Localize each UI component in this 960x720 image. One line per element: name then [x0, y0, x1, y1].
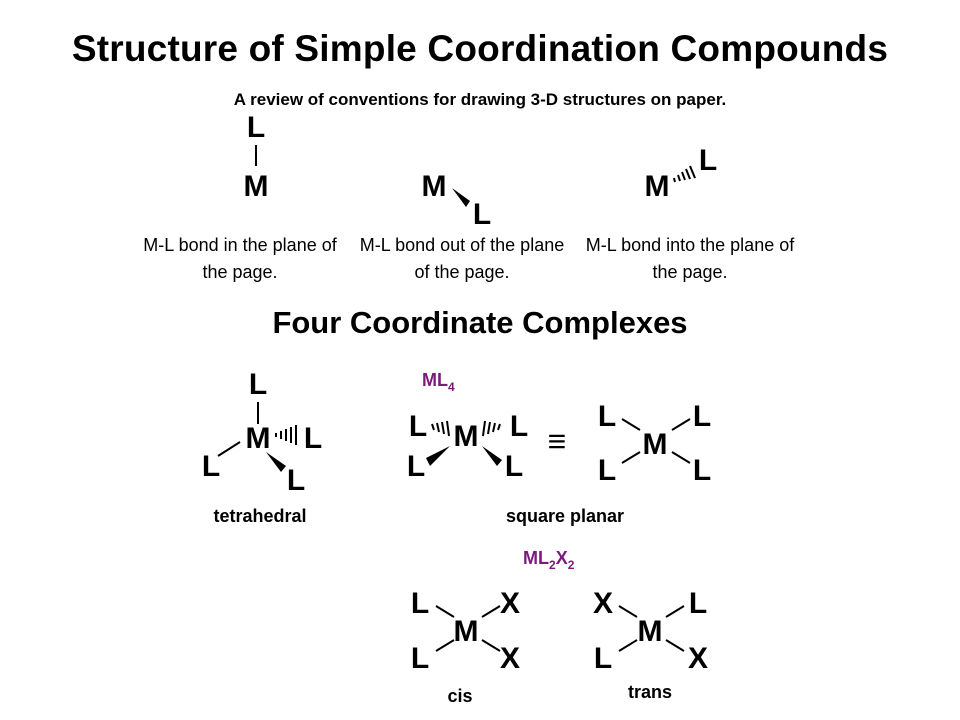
- atom-ligand: L: [304, 422, 322, 455]
- atom-metal: M: [454, 420, 479, 453]
- caption-into-plane: M-L bond into the plane of the page.: [585, 235, 795, 282]
- atom-ligand: L: [411, 587, 429, 620]
- convention-in-plane: L M: [244, 111, 269, 203]
- bond-wedge: [452, 188, 470, 207]
- atom-ligand: L: [411, 642, 429, 675]
- trans-isomer: X M L L X: [593, 587, 708, 675]
- atom-metal: M: [422, 170, 447, 203]
- label-cis: cis: [447, 686, 473, 706]
- atom-ligand: L: [510, 410, 528, 443]
- caption-out-of-plane: M-L bond out of the plane of the page.: [359, 235, 565, 282]
- cis-isomer: L M X L X: [411, 587, 520, 675]
- equivalence-symbol: ≡: [548, 423, 567, 459]
- page-subtitle: A review of conventions for drawing 3-D …: [233, 90, 727, 109]
- label-trans: trans: [627, 682, 672, 702]
- atom-ligand: L: [598, 454, 616, 487]
- atom-ligand: L: [505, 450, 523, 483]
- atom-ligand: L: [247, 111, 265, 144]
- atom-ligand: L: [473, 198, 491, 231]
- atom-x-ligand: X: [593, 587, 613, 620]
- atom-ligand: L: [699, 144, 717, 177]
- label-tetrahedral: tetrahedral: [213, 506, 307, 526]
- atom-ligand: L: [287, 464, 305, 497]
- atom-x-ligand: X: [500, 587, 520, 620]
- atom-ligand: L: [409, 410, 427, 443]
- convention-into-plane: M L: [645, 144, 718, 203]
- caption-in-plane: M-L bond in the plane of the page.: [143, 235, 337, 282]
- atom-x-ligand: X: [688, 642, 708, 675]
- section-heading: Four Coordinate Complexes: [272, 305, 688, 340]
- bond-hash: [673, 165, 696, 183]
- atom-ligand: L: [202, 450, 220, 483]
- bond-hash: [275, 425, 297, 445]
- atom-metal: M: [643, 428, 668, 461]
- formula-ml2x2: ML2X2: [523, 548, 575, 572]
- square-planar-perspective: L M L L L: [407, 410, 528, 483]
- atom-metal: M: [638, 615, 663, 648]
- atom-ligand: L: [693, 400, 711, 433]
- atom-ligand: L: [249, 368, 267, 401]
- tetrahedral-structure: L M L L L: [202, 368, 322, 497]
- atom-metal: M: [645, 170, 670, 203]
- bond-plain: [217, 441, 241, 457]
- formula-ml4: ML4: [422, 370, 455, 394]
- page-title: Structure of Simple Coordination Compoun…: [71, 28, 889, 69]
- atom-ligand: L: [693, 454, 711, 487]
- atom-metal: M: [244, 170, 269, 203]
- bond-wedge: [482, 446, 502, 466]
- atom-metal: M: [246, 422, 271, 455]
- atom-ligand: L: [598, 400, 616, 433]
- convention-out-of-plane: M L: [422, 170, 492, 231]
- bond-wedge: [426, 446, 450, 466]
- atom-ligand: L: [689, 587, 707, 620]
- atom-metal: M: [454, 615, 479, 648]
- square-planar-flat: L M L L L: [598, 400, 711, 487]
- atom-x-ligand: X: [500, 642, 520, 675]
- bond-hash: [482, 420, 501, 437]
- atom-ligand: L: [594, 642, 612, 675]
- bond-wedge: [266, 452, 286, 472]
- bond-hash: [431, 420, 450, 437]
- atom-ligand: L: [407, 450, 425, 483]
- label-square-planar: square planar: [505, 506, 625, 526]
